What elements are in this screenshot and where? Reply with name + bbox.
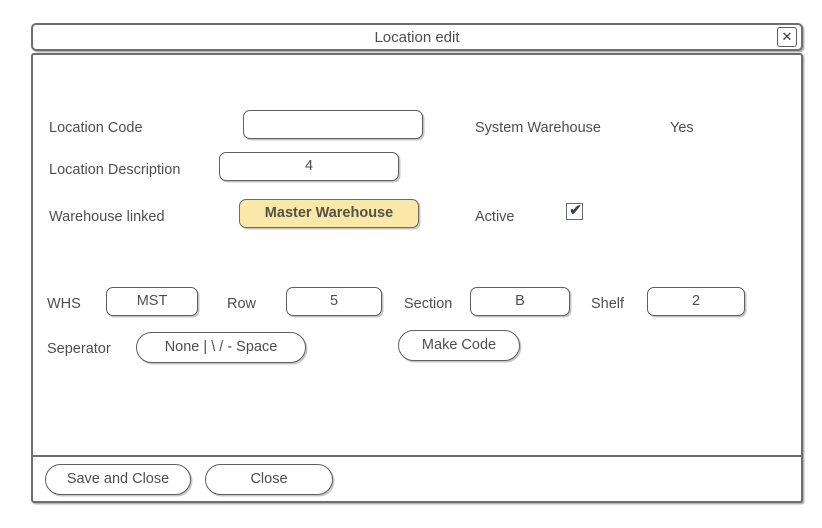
dialog-footer: Save and Close Close — [33, 457, 801, 503]
make-code-button[interactable]: Make Code — [398, 330, 520, 361]
section-label: Section — [404, 296, 453, 312]
form-area: Location Code System Warehouse Yes Locat… — [33, 55, 801, 455]
location-description-label: Location Description — [49, 162, 181, 178]
check-icon: ✔ — [569, 202, 582, 219]
whs-label: WHS — [47, 296, 81, 312]
whs-input[interactable]: MST — [106, 287, 198, 316]
row-label: Row — [227, 296, 257, 312]
dialog-title: Location edit — [374, 29, 460, 46]
seperator-label: Seperator — [47, 341, 111, 357]
active-label: Active — [475, 209, 515, 225]
footer-divider — [33, 455, 801, 457]
shelf-input[interactable]: 2 — [647, 287, 745, 316]
close-icon[interactable]: ✕ — [777, 27, 797, 47]
location-code-input[interactable] — [243, 110, 423, 139]
location-code-label: Location Code — [49, 120, 143, 136]
shelf-label: Shelf — [591, 296, 625, 312]
active-checkbox[interactable]: ✔ — [566, 202, 583, 220]
warehouse-linked-label: Warehouse linked — [49, 209, 165, 225]
location-description-input[interactable]: 4 — [219, 152, 399, 181]
dialog-titlebar: Location edit ✕ — [31, 23, 803, 51]
section-input[interactable]: B — [470, 287, 570, 316]
close-button[interactable]: Close — [205, 464, 333, 495]
location-edit-dialog: Location edit ✕ Location Code System War… — [31, 23, 803, 505]
system-warehouse-label: System Warehouse — [475, 120, 601, 136]
system-warehouse-value: Yes — [670, 120, 694, 136]
dialog-body-panel: Location Code System Warehouse Yes Locat… — [31, 53, 803, 503]
save-and-close-button[interactable]: Save and Close — [45, 464, 191, 495]
seperator-select[interactable]: None | \ / - Space — [136, 332, 306, 363]
row-input[interactable]: 5 — [286, 287, 382, 316]
warehouse-linked-input[interactable]: Master Warehouse — [239, 199, 419, 228]
